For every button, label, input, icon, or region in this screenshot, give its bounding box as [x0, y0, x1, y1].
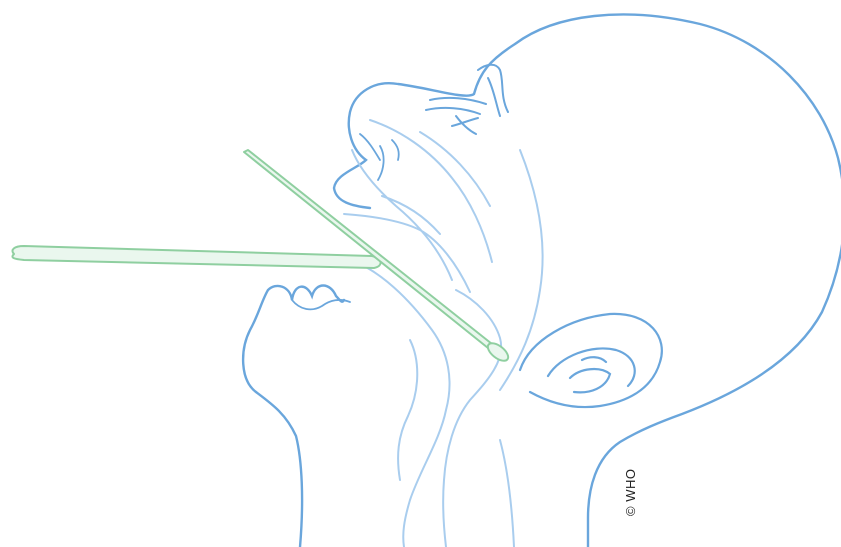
copyright-credit: © WHO	[623, 469, 638, 516]
nasal-swab	[244, 150, 492, 348]
ear	[520, 314, 662, 407]
jaw-outline	[243, 286, 344, 547]
oral-swab	[12, 246, 380, 268]
throat-lines	[350, 150, 543, 547]
brow-detail	[426, 65, 508, 134]
neck-line	[500, 440, 514, 547]
